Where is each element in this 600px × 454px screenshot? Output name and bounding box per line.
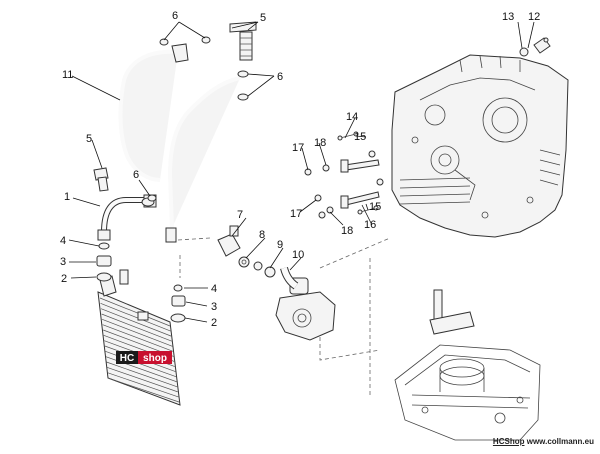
callout-12: 12 <box>528 11 540 23</box>
cooler-fin <box>100 308 172 337</box>
oil-sump <box>394 344 541 441</box>
washer-17-18-bottom <box>314 194 334 219</box>
cooler-fin <box>106 367 178 393</box>
callout-9: 9 <box>277 239 283 251</box>
seals-6-top <box>159 36 249 101</box>
footer-url: www.collmann.eu <box>526 437 594 446</box>
cooler-fin <box>107 372 179 398</box>
fitting-7 <box>217 225 241 257</box>
fittings-left-stack <box>96 242 112 282</box>
callout-5-top: 5 <box>260 12 266 24</box>
callout-6-left: 6 <box>133 169 139 181</box>
oil-cooler <box>97 269 181 406</box>
alignment-line-pump <box>319 330 381 361</box>
sensor-12 <box>533 37 551 54</box>
oil-pump <box>275 277 336 341</box>
footer-credit: HCShop www.collmann.eu <box>493 437 594 446</box>
callout-5-left: 5 <box>86 133 92 145</box>
callout-17-top: 17 <box>292 142 304 154</box>
badge-right-text: shop <box>143 353 167 364</box>
banjo-bolt-5-left <box>93 167 109 192</box>
callout-4-right: 4 <box>211 283 217 295</box>
bolt-14 <box>340 150 380 173</box>
callout-18-top: 18 <box>314 137 326 149</box>
callout-16: 16 <box>364 219 376 231</box>
callout-2-left: 2 <box>61 273 67 285</box>
hc-shop-badge: HC shop <box>116 351 172 364</box>
bolt-16 <box>340 178 384 209</box>
alignment-line-tube <box>177 237 211 241</box>
cooler-fin <box>107 377 180 403</box>
fittings-right-stack <box>170 284 186 323</box>
callout-10: 10 <box>292 249 304 261</box>
callout-13: 13 <box>502 11 514 23</box>
callout-1: 1 <box>64 191 70 203</box>
badge-right-bg <box>138 351 172 364</box>
cooler-fin <box>102 319 173 347</box>
callout-6-top: 6 <box>172 10 178 22</box>
callout-7: 7 <box>237 209 243 221</box>
cooler-fin <box>106 361 178 388</box>
callout-15-top: 15 <box>354 131 366 143</box>
callout-6-right: 6 <box>277 71 283 83</box>
washer-13 <box>519 47 529 57</box>
clip-15-bottom <box>357 205 379 215</box>
cooler-fin <box>100 303 171 332</box>
badge-left-bg <box>116 351 138 364</box>
seal-8 <box>238 256 250 268</box>
engine-block <box>391 54 569 238</box>
callout-4-left: 4 <box>60 235 66 247</box>
oil-pickup-tube <box>429 289 475 335</box>
callout-3-right: 3 <box>211 301 217 313</box>
seal-9 <box>253 261 276 278</box>
callout-numbers: 6 5 6 11 5 1 6 7 8 9 10 4 3 2 4 3 2 12 1… <box>60 10 540 329</box>
callout-18-bottom: 18 <box>341 225 353 237</box>
badge-left-text: HC <box>120 353 134 364</box>
cooler-fin <box>102 324 174 352</box>
callout-3-left: 3 <box>60 256 66 268</box>
clip-15-top <box>337 131 359 141</box>
fitting-6-left <box>141 194 157 207</box>
oil-hose-11 <box>118 43 241 243</box>
leader-lines <box>68 21 535 323</box>
callout-17-bottom: 17 <box>290 208 302 220</box>
callout-15-bottom: 15 <box>369 201 381 213</box>
alignment-line-engine <box>319 237 391 269</box>
hose-10 <box>280 266 299 290</box>
callout-2-right: 2 <box>211 317 217 329</box>
washer-17-18-top <box>304 164 330 176</box>
cooler-fin <box>99 297 171 327</box>
callout-11: 11 <box>62 69 73 81</box>
footer-brand: HCShop <box>492 437 525 446</box>
banjo-bolt-5-top <box>229 21 257 61</box>
callout-14: 14 <box>346 111 358 123</box>
callout-8: 8 <box>259 229 265 241</box>
cooler-fin <box>101 313 172 342</box>
